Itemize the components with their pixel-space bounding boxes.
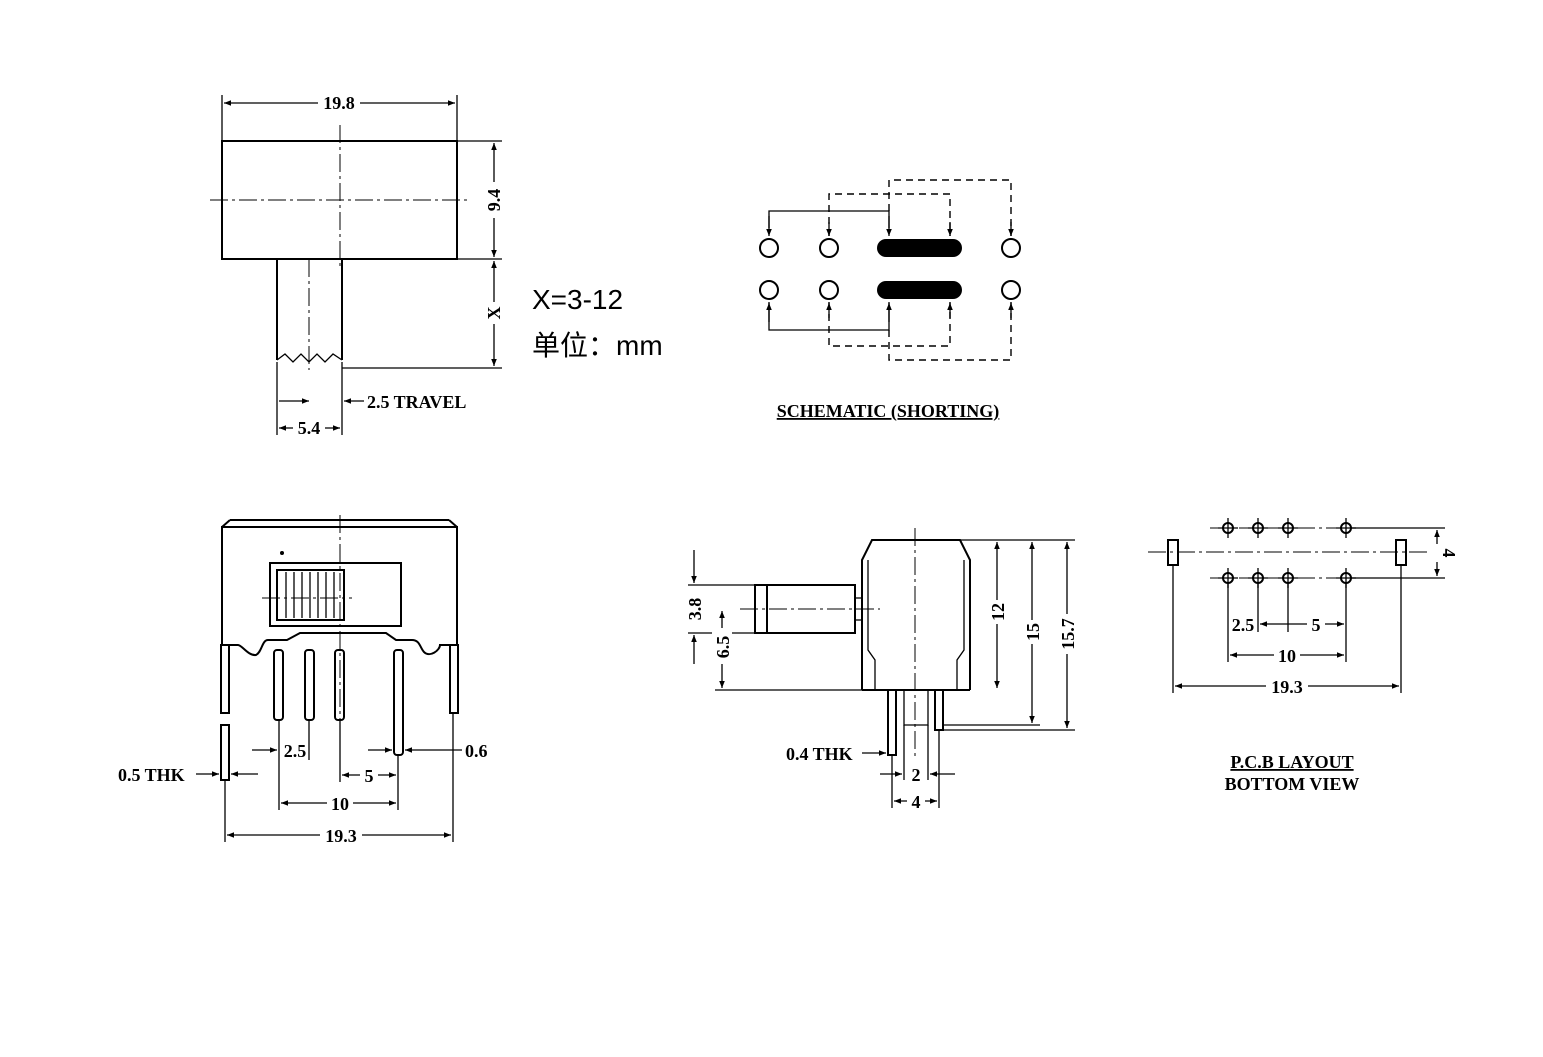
- end-pin-base: [903, 690, 929, 726]
- side-view: 19.8 9.4 X 2.5 TRAVEL 5.4: [210, 92, 504, 438]
- end-dim-6-5: 6.5: [713, 636, 733, 659]
- end-dim-15: 15: [1023, 623, 1043, 641]
- shorting-bar-top: [877, 239, 962, 257]
- end-housing-outline: [861, 539, 971, 690]
- end-pin-left: [887, 689, 897, 756]
- end-pin-gap-label: 2: [912, 765, 921, 785]
- end-thickness-label: 0.4 THK: [786, 744, 853, 764]
- terminal-pin-1: [273, 649, 284, 721]
- end-view: 3.8 6.5 12 15 15.7 0.4 THK 2 4: [685, 528, 1078, 812]
- end-dim-3-8: 3.8: [685, 598, 705, 621]
- tab-thickness-view: [220, 724, 230, 781]
- actuator-length-label: X: [484, 307, 504, 320]
- bottom-connection-dashed-1: [828, 302, 951, 347]
- pcb-layout: 4 2.5 5 10 19.3 P.C.B LAYOUT BOTTOM VIEW: [1148, 518, 1459, 794]
- mount-tab-right: [449, 644, 459, 714]
- end-inner-left: [867, 560, 876, 690]
- x-range-note: X=3-12: [532, 284, 623, 315]
- terminal-pin-4: [393, 649, 404, 756]
- pin-top-2: [819, 238, 839, 258]
- end-dim-15-7: 15.7: [1058, 618, 1078, 650]
- pcb-pitch-label: 2.5: [1232, 615, 1255, 635]
- front-pin-width-label: 0.6: [465, 741, 488, 761]
- front-spacing-label: 5: [365, 766, 374, 786]
- front-thickness-label: 0.5 THK: [118, 765, 185, 785]
- schematic-title: SCHEMATIC (SHORTING): [777, 401, 1000, 422]
- front-housing-outline: [221, 526, 458, 657]
- end-dim-12: 12: [988, 603, 1008, 621]
- front-pitch-label: 2.5: [284, 741, 307, 761]
- shorting-bar-bottom: [877, 281, 962, 299]
- pcb-span-label: 10: [1278, 646, 1296, 666]
- travel-label: 2.5 TRAVEL: [367, 392, 466, 412]
- pin-top-1: [759, 238, 779, 258]
- front-view: 0.5 THK 2.5 0.6 5 10 19.3: [118, 515, 488, 846]
- pin-bottom-1: [759, 280, 779, 300]
- top-connection-dashed-2: [888, 179, 1012, 236]
- bottom-connection-dashed-2: [888, 302, 1012, 361]
- actuator-break-line: [276, 353, 343, 363]
- width-dimension-label: 19.8: [323, 93, 355, 113]
- height-dimension-label: 9.4: [484, 189, 504, 212]
- slider-knob: [276, 569, 345, 621]
- end-inner-right: [956, 560, 965, 690]
- pcb-spacing-label: 5: [1312, 615, 1321, 635]
- slider-window: [269, 562, 402, 627]
- pcb-layout-title: P.C.B LAYOUT: [1230, 752, 1353, 772]
- pin-top-4: [1001, 238, 1021, 258]
- unit-note: 单位：mm: [532, 330, 663, 361]
- pcb-total-label: 19.3: [1271, 677, 1303, 697]
- pin-bottom-2: [819, 280, 839, 300]
- front-span-label: 10: [331, 794, 349, 814]
- pcb-row-gap-label: 4: [1439, 549, 1459, 558]
- actuator-width-label: 5.4: [298, 418, 321, 438]
- terminal-pin-2: [304, 649, 315, 721]
- pcb-layout-subtitle: BOTTOM VIEW: [1225, 774, 1360, 794]
- pin-bottom-4: [1001, 280, 1021, 300]
- front-total-label: 19.3: [325, 826, 357, 846]
- slider-knob-ridges: [285, 572, 335, 618]
- schematic: SCHEMATIC (SHORTING): [759, 179, 1021, 422]
- end-pin-span-label: 4: [912, 792, 921, 812]
- pcb-holes-top-row: [1218, 518, 1356, 538]
- end-pin-right: [934, 689, 944, 731]
- mount-tab-left: [220, 644, 230, 714]
